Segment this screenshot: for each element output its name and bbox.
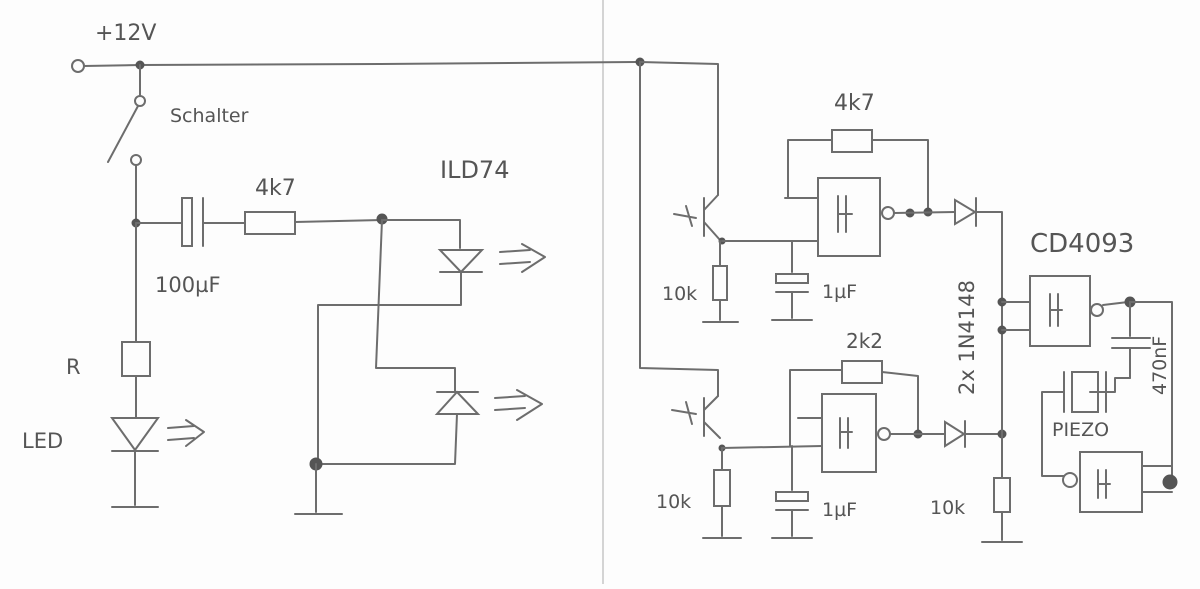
cap-top-label: 1µF [822, 281, 857, 303]
cap-osc-label: 470nF [1149, 336, 1171, 395]
bottom-channel: 10k 2k2 1µF [656, 329, 1007, 539]
cap-in-plate-a [181, 197, 193, 247]
osc-gate-inputs [1001, 301, 1031, 331]
res-pull-top-body [712, 265, 728, 301]
top-diode-to-bus [975, 211, 1003, 301]
res-pull-bottom-body [713, 469, 731, 507]
top-feedback-right [871, 139, 929, 211]
bottom-emitter-to-gate [721, 445, 823, 449]
supply-to-bottom-phototransistor [639, 61, 719, 397]
status-led-branch: R LED [22, 222, 205, 508]
cap-bottom-label: 1µF [822, 499, 857, 521]
res-pull-bottom-label: 10k [656, 491, 691, 513]
top-feedback-left [787, 139, 833, 199]
piezo-driver-input-node [1162, 474, 1178, 490]
res-in-body [244, 211, 296, 235]
piezo-driver-bubble [1062, 472, 1078, 488]
right-supply-wiring [635, 57, 719, 397]
opto-led2-return-wire [317, 413, 458, 465]
opto-led2-triangle [434, 390, 481, 415]
opto-led1-return-wire [317, 271, 462, 463]
opto-mid-wire [375, 219, 456, 393]
piezo-crystal [1071, 371, 1099, 413]
top-schmitt-gate [817, 177, 881, 257]
bottom-gate-inverter-bubble [877, 427, 891, 441]
piezo-driver-inputs [1141, 465, 1173, 493]
cd4093-oscillator: CD4093 470nF PIEZO [1001, 229, 1178, 513]
supply-section: +12V [71, 21, 641, 73]
piezo-right-wire [1089, 377, 1131, 393]
power-switch: Schalter [107, 64, 249, 223]
top-schmitt-symbol [837, 195, 853, 233]
opto-led1-triangle [437, 249, 485, 274]
opto-led2-emission [494, 389, 543, 421]
res-fb-top-body [831, 129, 873, 153]
switch-contact-bottom [130, 154, 142, 166]
supply-terminal [71, 59, 85, 73]
supply-to-top-phototransistor [639, 61, 719, 196]
osc-schmitt-symbol [1049, 293, 1063, 327]
piezo-driver-schmitt-symbol [1097, 469, 1111, 499]
opto-led1-emission [499, 243, 546, 273]
bottom-phototransistor-light [671, 401, 697, 425]
bottom-feedback-left [789, 369, 843, 447]
osc-schmitt-gate [1029, 275, 1091, 347]
diodes-label: 2x 1N4148 [955, 280, 979, 395]
res-merge-label: 10k [930, 497, 965, 519]
piezo-label: PIEZO [1052, 419, 1109, 441]
osc-output-to-piezo-gate [1129, 301, 1173, 477]
top-diode-triangle [954, 198, 977, 226]
bottom-phototransistor-leads [703, 395, 721, 439]
res-led-body [121, 341, 151, 377]
cap-bottom-plate-a [775, 491, 809, 502]
res-fb-bottom-body [841, 360, 883, 384]
res-fb-top-label: 4k7 [834, 91, 875, 116]
cap-top-plate-a [775, 273, 809, 284]
led-triangle [110, 417, 160, 452]
res-merge-body [993, 477, 1011, 513]
bottom-schmitt-gate [821, 393, 877, 473]
bottom-feedback-right [881, 371, 919, 433]
bottom-diode-triangle [944, 420, 966, 448]
switch-label: Schalter [170, 105, 249, 127]
wire-res-node [294, 219, 383, 223]
res-pull-top-label: 10k [662, 283, 697, 305]
supply-rail-wire [83, 61, 641, 67]
cap-in-label: 100µF [155, 273, 221, 297]
top-gate-inverter-bubble [881, 206, 895, 220]
opto-top-wire [381, 219, 461, 249]
input-rc-chain: 100µF 4k7 [131, 176, 388, 297]
top-phototransistor-light [673, 205, 697, 227]
res-led-label: R [66, 355, 81, 379]
supply-label: +12V [95, 21, 156, 46]
top-output-wire [893, 211, 956, 214]
led-label: LED [22, 429, 63, 453]
ic-label: CD4093 [1030, 229, 1134, 259]
top-channel: 10k 1µF 4k7 [662, 91, 1003, 323]
led-emission-arrows [167, 419, 205, 447]
switch-lever [107, 105, 139, 163]
osc-output-wire [1102, 301, 1129, 306]
top-phototransistor-leads [703, 194, 721, 241]
switch-contact-top [134, 95, 146, 107]
piezo-driver-gate [1079, 451, 1143, 513]
bottom-schmitt-symbol [839, 417, 853, 449]
osc-inverter-bubble [1090, 303, 1104, 317]
res-in-label: 4k7 [255, 176, 296, 201]
res-fb-bottom-label: 2k2 [846, 329, 883, 353]
piezo-left-wire [1041, 391, 1065, 477]
optocoupler-label: ILD74 [440, 156, 509, 184]
optocoupler-ild74: ILD74 [294, 156, 546, 515]
